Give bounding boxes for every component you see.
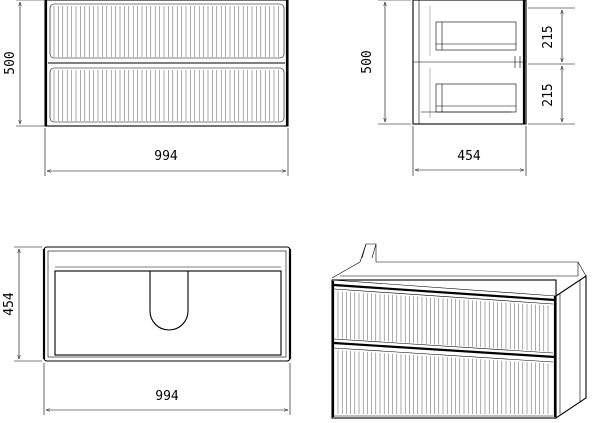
isometric-view bbox=[331, 243, 587, 420]
front-drawer-ribs bbox=[53, 6, 279, 121]
front-height-dimension: 500 bbox=[3, 0, 44, 127]
side-height-label: 500 bbox=[360, 50, 375, 73]
top-width-label: 994 bbox=[155, 389, 179, 404]
side-drawer-top-label: 215 bbox=[541, 25, 556, 48]
top-view bbox=[42, 246, 292, 362]
front-width-label: 994 bbox=[154, 149, 178, 164]
front-height-label: 500 bbox=[3, 51, 18, 74]
top-depth-label: 454 bbox=[2, 292, 17, 316]
side-drawer-bottom-label: 215 bbox=[541, 83, 556, 106]
front-width-dimension: 994 bbox=[44, 128, 289, 176]
side-depth-label: 454 bbox=[457, 149, 481, 164]
top-depth-dimension: 454 bbox=[2, 246, 42, 362]
side-height-dimension: 500 bbox=[360, 0, 411, 125]
side-drawer-dimensions: 215 215 bbox=[528, 7, 575, 125]
isometric-drawer-ribs bbox=[337, 291, 549, 414]
side-view bbox=[412, 0, 527, 125]
side-depth-dimension: 454 bbox=[412, 126, 527, 176]
front-view bbox=[44, 0, 289, 127]
top-width-dimension: 994 bbox=[43, 363, 291, 415]
